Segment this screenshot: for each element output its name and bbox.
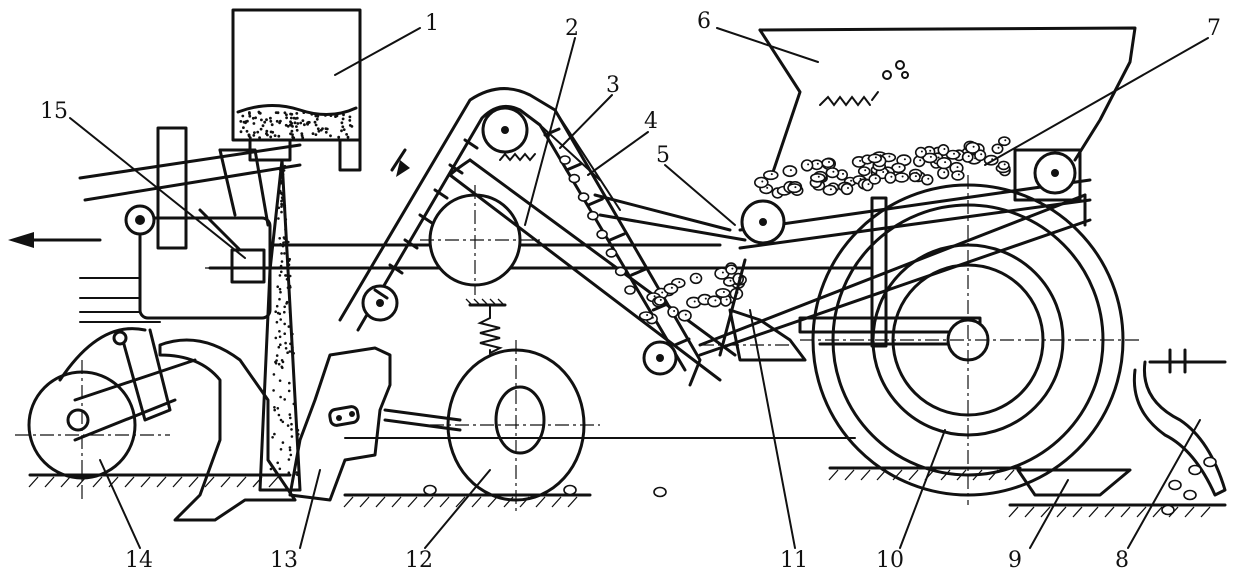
label-1: 1 bbox=[425, 11, 439, 36]
gauge-wheel bbox=[383, 298, 600, 515]
drive-wheel bbox=[800, 175, 1140, 505]
fertilizer-hopper bbox=[231, 8, 362, 492]
rear-frame bbox=[698, 193, 1092, 362]
label-5: 5 bbox=[656, 143, 670, 168]
label-13: 13 bbox=[270, 548, 298, 573]
label-11: 11 bbox=[780, 548, 808, 573]
label-12: 12 bbox=[405, 548, 433, 573]
potato-hopper bbox=[738, 26, 1137, 250]
label-3: 3 bbox=[606, 73, 620, 98]
label-4: 4 bbox=[644, 109, 658, 134]
label-10: 10 bbox=[876, 548, 904, 573]
label-9: 9 bbox=[1008, 548, 1022, 573]
elevator-conveyor bbox=[338, 87, 747, 387]
left-arrow-icon bbox=[8, 232, 102, 248]
covering-body bbox=[288, 346, 392, 502]
label-2: 2 bbox=[565, 16, 579, 41]
furrow-opener bbox=[158, 338, 297, 522]
rear-coverer bbox=[423, 348, 1227, 516]
label-8: 8 bbox=[1115, 548, 1129, 573]
label-6: 6 bbox=[697, 9, 711, 34]
part-labels: 1 2 3 4 5 6 7 8 9 10 11 12 13 14 15 bbox=[40, 9, 1221, 573]
leader-lines bbox=[69, 27, 1209, 549]
label-7: 7 bbox=[1207, 16, 1221, 41]
label-14: 14 bbox=[125, 548, 153, 573]
label-15: 15 bbox=[40, 99, 68, 124]
ground bbox=[28, 437, 1227, 518]
press-wheel bbox=[15, 327, 197, 500]
